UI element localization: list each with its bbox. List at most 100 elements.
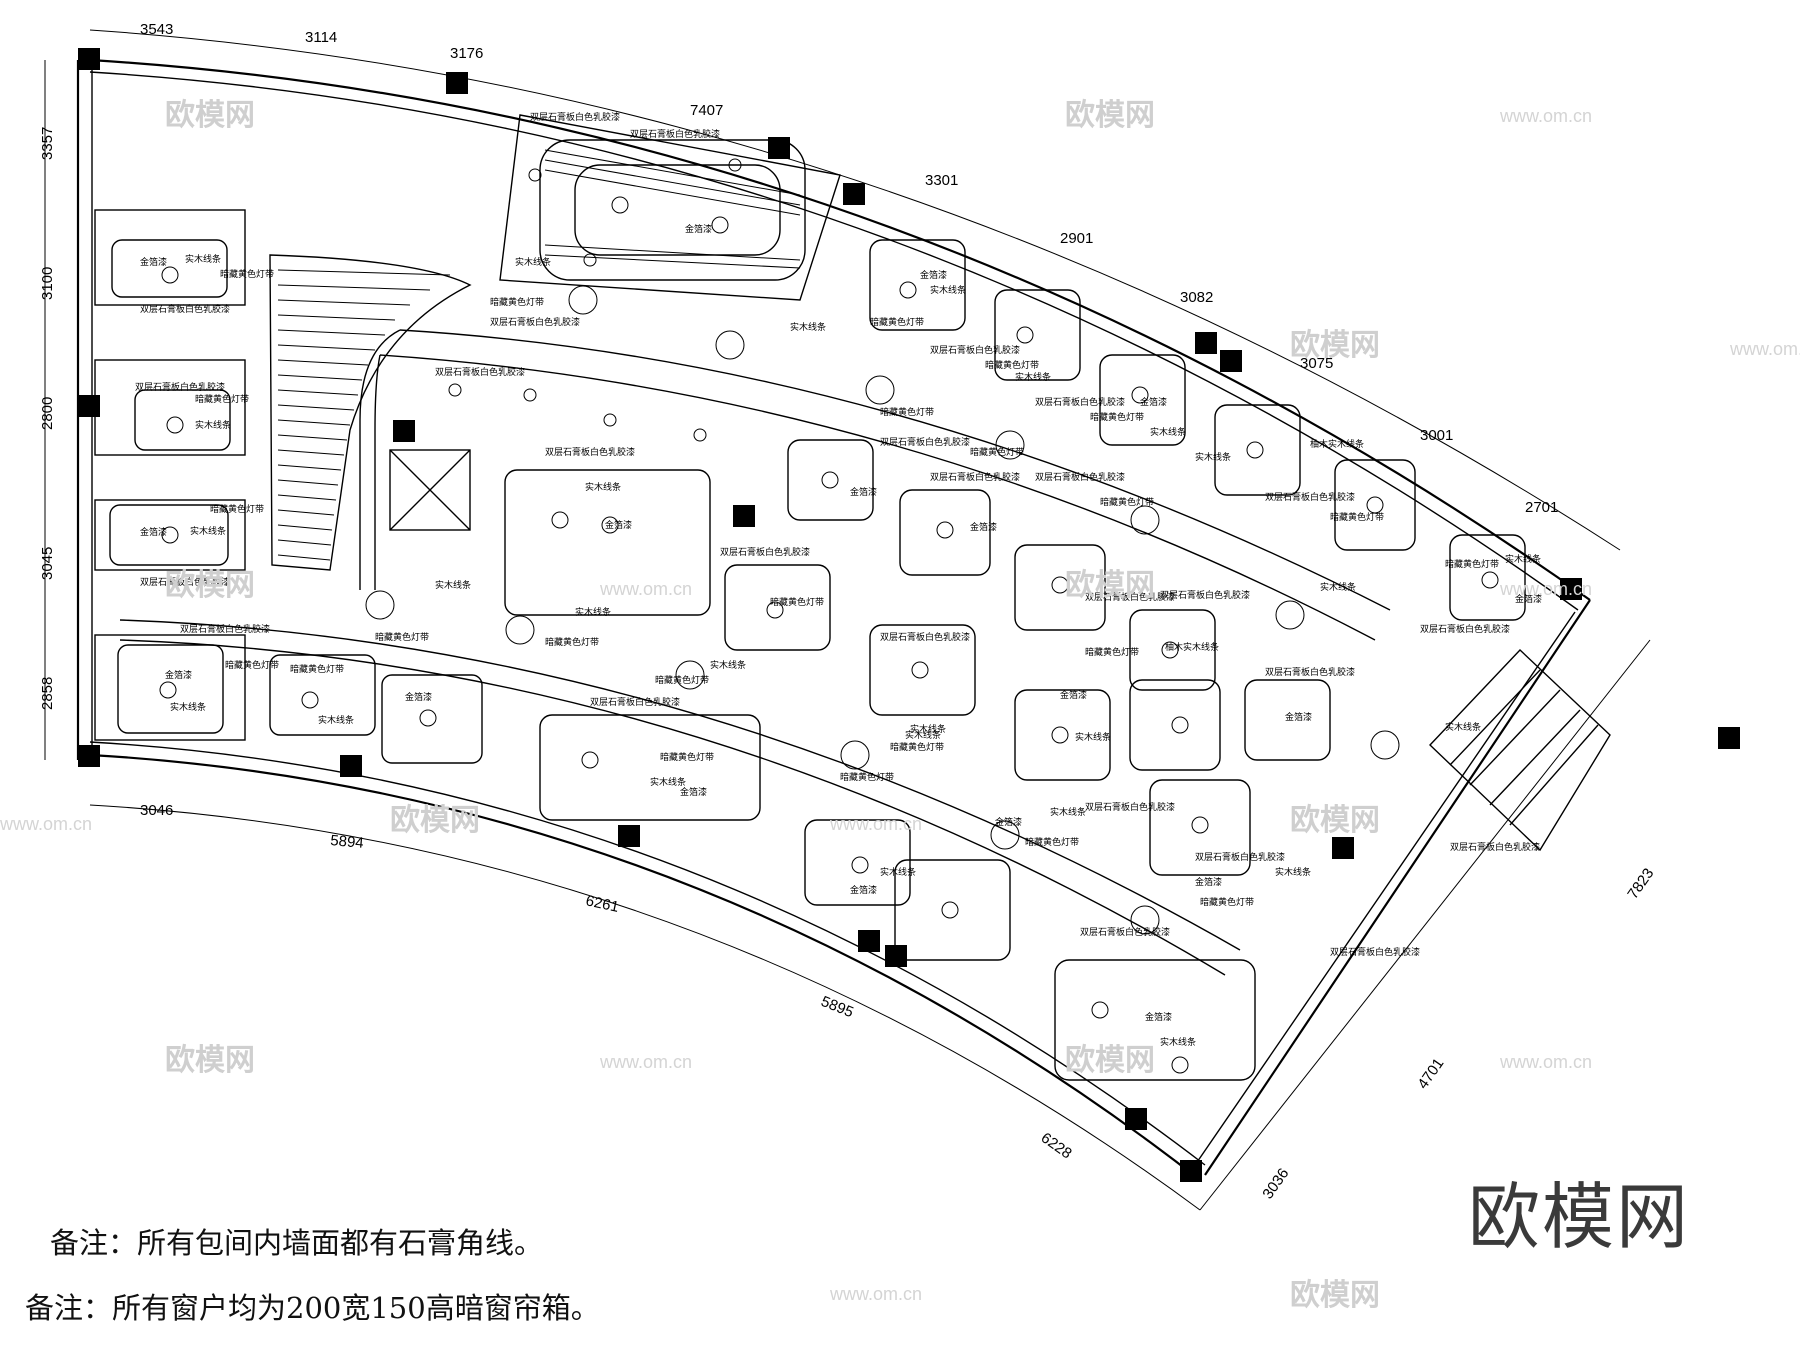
annotation-label: 金箔漆 xyxy=(1140,396,1167,408)
annotation-label: 金箔漆 xyxy=(140,256,167,268)
annotation-label: 实木线条 xyxy=(905,729,941,741)
annotation-label: 金箔漆 xyxy=(1145,1011,1172,1023)
dim-top-5: 3301 xyxy=(925,172,958,189)
annotation-label: 双层石膏板白色乳胶漆 xyxy=(1265,491,1355,503)
annotation-label: 实木线条 xyxy=(435,579,471,591)
dim-bottom-5: 6228 xyxy=(1038,1129,1075,1162)
annotation-label: 双层石膏板白色乳胶漆 xyxy=(720,546,810,558)
note-line-1: 备注：所有包间内墙面都有石膏角线。 xyxy=(50,1226,544,1260)
annotation-label: 实木线条 xyxy=(880,866,916,878)
annotation-label: 金箔漆 xyxy=(1195,876,1222,888)
outer-wall-top xyxy=(89,58,1591,601)
annotation-label: 双层石膏板白色乳胶漆 xyxy=(140,303,230,315)
dim-bottom-3: 6261 xyxy=(584,892,620,916)
outer-wall-right xyxy=(1204,599,1591,1176)
dim-bottom-8: 7823 xyxy=(1624,865,1657,902)
annotation-label: 暗藏黄色灯带 xyxy=(1025,836,1079,848)
dim-top-10: 2701 xyxy=(1525,499,1558,516)
annotation-label: 金箔漆 xyxy=(995,816,1022,828)
annotation-label: 暗藏黄色灯带 xyxy=(220,268,274,280)
annotation-label: 双层石膏板白色乳胶漆 xyxy=(435,366,525,378)
outer-wall-bottom xyxy=(89,753,1201,1181)
annotation-label: 实木线条 xyxy=(515,256,551,268)
annotation-label: 实木线条 xyxy=(170,701,206,713)
annotation-label: 暗藏黄色灯带 xyxy=(770,596,824,608)
dim-left-4: 3045 xyxy=(39,547,56,580)
annotation-label: 暗藏黄色灯带 xyxy=(1330,511,1384,523)
annotation-label: 实木线条 xyxy=(1195,451,1231,463)
annotation-label: 双层石膏板白色乳胶漆 xyxy=(140,576,230,588)
annotation-label: 双层石膏板白色乳胶漆 xyxy=(1085,801,1175,813)
dim-left-5: 2858 xyxy=(39,677,56,710)
annotation-label: 实木线条 xyxy=(1150,426,1186,438)
annotation-label: 实木线条 xyxy=(790,321,826,333)
annotation-label: 双层石膏板白色乳胶漆 xyxy=(590,696,680,708)
annotation-label: 双层石膏板白色乳胶漆 xyxy=(530,111,620,123)
annotation-label: 实木线条 xyxy=(1015,371,1051,383)
annotation-label: 双层石膏板白色乳胶漆 xyxy=(1160,589,1250,601)
annotation-label: 暗藏黄色灯带 xyxy=(655,674,709,686)
annotation-label: 金箔漆 xyxy=(1060,689,1087,701)
dim-bottom-4: 5895 xyxy=(819,993,856,1021)
annotation-label: 暗藏黄色灯带 xyxy=(1090,411,1144,423)
annotation-label: 双层石膏板白色乳胶漆 xyxy=(1195,851,1285,863)
annotation-label: 双层石膏板白色乳胶漆 xyxy=(1080,926,1170,938)
annotation-label: 暗藏黄色灯带 xyxy=(1445,558,1499,570)
annotation-label: 实木线条 xyxy=(575,606,611,618)
annotation-label: 金箔漆 xyxy=(970,521,997,533)
annotation-label: 暗藏黄色灯带 xyxy=(290,663,344,675)
annotation-label: 实木线条 xyxy=(650,776,686,788)
annotation-label: 暗藏黄色灯带 xyxy=(1100,496,1154,508)
annotation-label: 暗藏黄色灯带 xyxy=(545,636,599,648)
annotation-label: 暗藏黄色灯带 xyxy=(840,771,894,783)
annotation-label: 金箔漆 xyxy=(920,269,947,281)
annotation-label: 实木线条 xyxy=(1050,806,1086,818)
annotation-label: 暗藏黄色灯带 xyxy=(1200,896,1254,908)
annotation-label: 暗藏黄色灯带 xyxy=(210,503,264,515)
annotation-label: 实木线条 xyxy=(1445,721,1481,733)
note-line-2: 备注：所有窗户均为200宽150高暗窗帘箱。 xyxy=(25,1291,600,1325)
annotation-label: 金箔漆 xyxy=(165,669,192,681)
dim-top-4: 7407 xyxy=(690,102,723,119)
annotation-label: 双层石膏板白色乳胶漆 xyxy=(1265,666,1355,678)
annotation-label: 双层石膏板白色乳胶漆 xyxy=(1085,591,1175,603)
annotation-label: 金箔漆 xyxy=(680,786,707,798)
annotation-label: 双层石膏板白色乳胶漆 xyxy=(1450,841,1540,853)
dim-bottom-2: 5894 xyxy=(330,832,365,852)
annotation-label: 柚木实木线条 xyxy=(1310,438,1364,450)
annotation-label: 实木线条 xyxy=(1320,581,1356,593)
annotation-label: 暗藏黄色灯带 xyxy=(195,393,249,405)
annotation-label: 金箔漆 xyxy=(605,519,632,531)
annotation-label: 实木线条 xyxy=(1275,866,1311,878)
annotation-label: 实木线条 xyxy=(195,419,231,431)
annotation-label: 双层石膏板白色乳胶漆 xyxy=(1035,471,1125,483)
annotation-label: 双层石膏板白色乳胶漆 xyxy=(930,471,1020,483)
annotation-label: 双层石膏板白色乳胶漆 xyxy=(1035,396,1125,408)
annotation-label: 双层石膏板白色乳胶漆 xyxy=(1420,623,1510,635)
dim-top-6: 2901 xyxy=(1060,230,1093,247)
dim-top-8: 3075 xyxy=(1300,355,1333,372)
annotation-label: 双层石膏板白色乳胶漆 xyxy=(880,631,970,643)
annotation-label: 实木线条 xyxy=(190,525,226,537)
dim-bottom-7: 4701 xyxy=(1414,1055,1447,1092)
dim-top-1: 3543 xyxy=(140,21,173,38)
annotation-label: 暗藏黄色灯带 xyxy=(890,741,944,753)
annotation-label: 金箔漆 xyxy=(1285,711,1312,723)
annotation-label: 金箔漆 xyxy=(405,691,432,703)
annotation-label: 双层石膏板白色乳胶漆 xyxy=(135,381,225,393)
dim-top-9: 3001 xyxy=(1420,427,1453,444)
annotation-label: 实木线条 xyxy=(318,714,354,726)
annotation-label: 双层石膏板白色乳胶漆 xyxy=(630,128,720,140)
annotation-label: 实木线条 xyxy=(930,284,966,296)
annotation-label: 双层石膏板白色乳胶漆 xyxy=(180,623,270,635)
annotation-label: 金箔漆 xyxy=(850,486,877,498)
annotation-label: 双层石膏板白色乳胶漆 xyxy=(545,446,635,458)
annotation-label: 暗藏黄色灯带 xyxy=(985,359,1039,371)
dim-left-1: 3357 xyxy=(39,127,56,160)
dim-bottom-6: 3036 xyxy=(1259,1165,1292,1202)
annotation-label: 实木线条 xyxy=(1505,553,1541,565)
dim-left-2: 3100 xyxy=(39,267,56,300)
stairs xyxy=(1429,649,1611,852)
